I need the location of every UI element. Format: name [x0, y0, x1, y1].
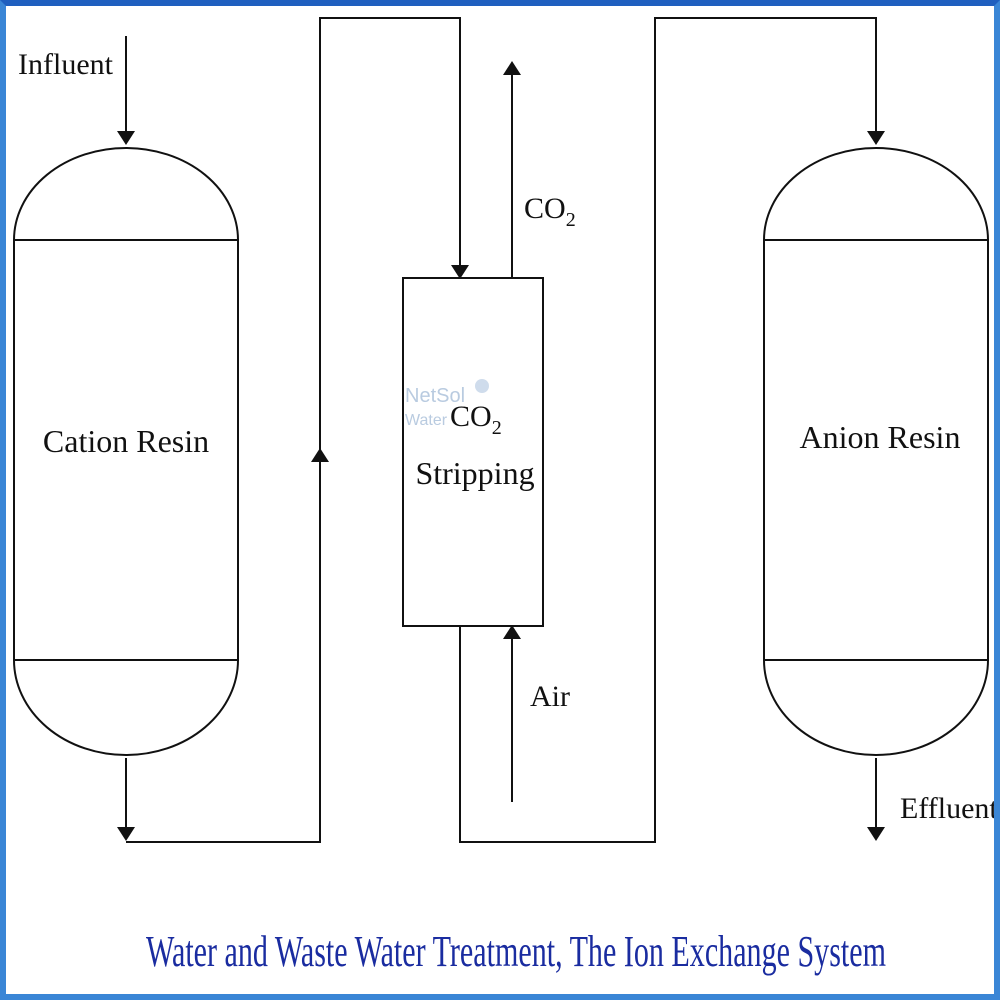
anion-body — [763, 239, 989, 661]
watermark-line2: Water — [405, 412, 448, 429]
watermark-line1: NetSol — [405, 385, 465, 407]
anion-top-dome — [763, 147, 989, 241]
stripper-to-anion-line — [459, 17, 885, 843]
diagram-caption: Water and Waste Water Treatment, The Ion… — [146, 927, 886, 976]
stripping-co2-label: CO2 — [450, 400, 502, 439]
influent-label: Influent — [18, 48, 114, 81]
air-label: Air — [530, 680, 570, 713]
stripper-inlet-line — [319, 17, 469, 460]
cation-top-dome — [13, 147, 239, 241]
cation-to-stripper-riser — [126, 448, 329, 843]
co2-stripping-box — [402, 277, 544, 627]
anion-bottom-dome — [763, 659, 989, 756]
anion-resin-label: Anion Resin — [800, 419, 961, 455]
cation-resin-label: Cation Resin — [43, 423, 209, 459]
anion-resin-vessel — [763, 147, 989, 756]
stripping-word-label: Stripping — [415, 455, 534, 491]
watermark-drop-icon — [475, 379, 489, 393]
co2-top-label: CO2 — [524, 192, 576, 231]
cation-resin-vessel — [13, 147, 239, 756]
effluent-label: Effluent — [900, 792, 994, 825]
cation-bottom-dome — [13, 659, 239, 756]
cation-body — [13, 239, 239, 661]
watermark: NetSol Water — [405, 379, 489, 429]
ion-exchange-diagram: NetSol Water Influent Cation Resin CO2 C… — [13, 17, 994, 976]
